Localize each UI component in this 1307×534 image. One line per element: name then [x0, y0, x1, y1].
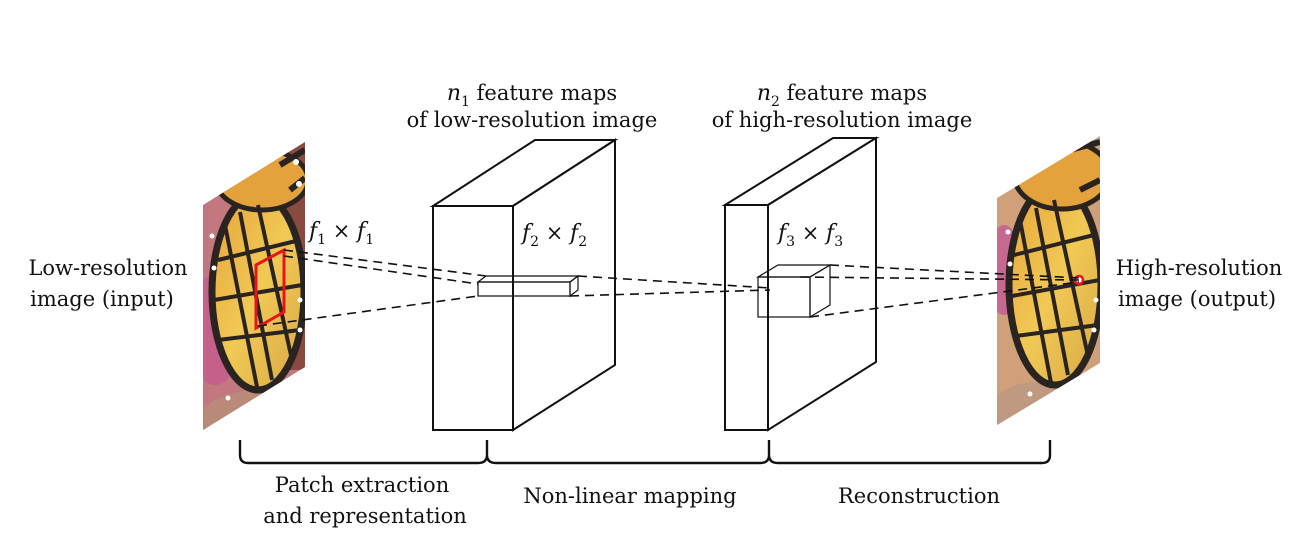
- filter-label-f1: f1 × f1: [307, 219, 374, 248]
- feature-maps-2-title: n2 feature maps: [757, 81, 927, 110]
- stage-patch-extraction-line2: and representation: [263, 504, 467, 528]
- filter-label-f3: f3 × f3: [776, 221, 843, 250]
- stage-reconstruction: Reconstruction: [838, 484, 1000, 508]
- output-label-line2: image (output): [1118, 287, 1276, 311]
- stage-braces: [238, 440, 1052, 465]
- input-patch-outline: [254, 247, 286, 331]
- input-image: [203, 142, 305, 430]
- input-label-line1: Low-resolution: [28, 256, 187, 280]
- feature-maps-1-title: n1 feature maps: [447, 81, 617, 110]
- stage-patch-extraction-line1: Patch extraction: [275, 473, 449, 497]
- feature-maps-2-subtitle: of high-resolution image: [712, 108, 973, 132]
- feature-maps-1-subtitle: of low-resolution image: [407, 108, 658, 132]
- input-label-line2: image (input): [30, 287, 174, 311]
- stage-non-linear-mapping: Non-linear mapping: [523, 484, 736, 508]
- feature-map-block-2: [721, 136, 880, 432]
- feature-map-block-1: [429, 138, 619, 432]
- output-label-line1: High-resolution: [1116, 256, 1283, 280]
- projection-lines: [257, 249, 1080, 327]
